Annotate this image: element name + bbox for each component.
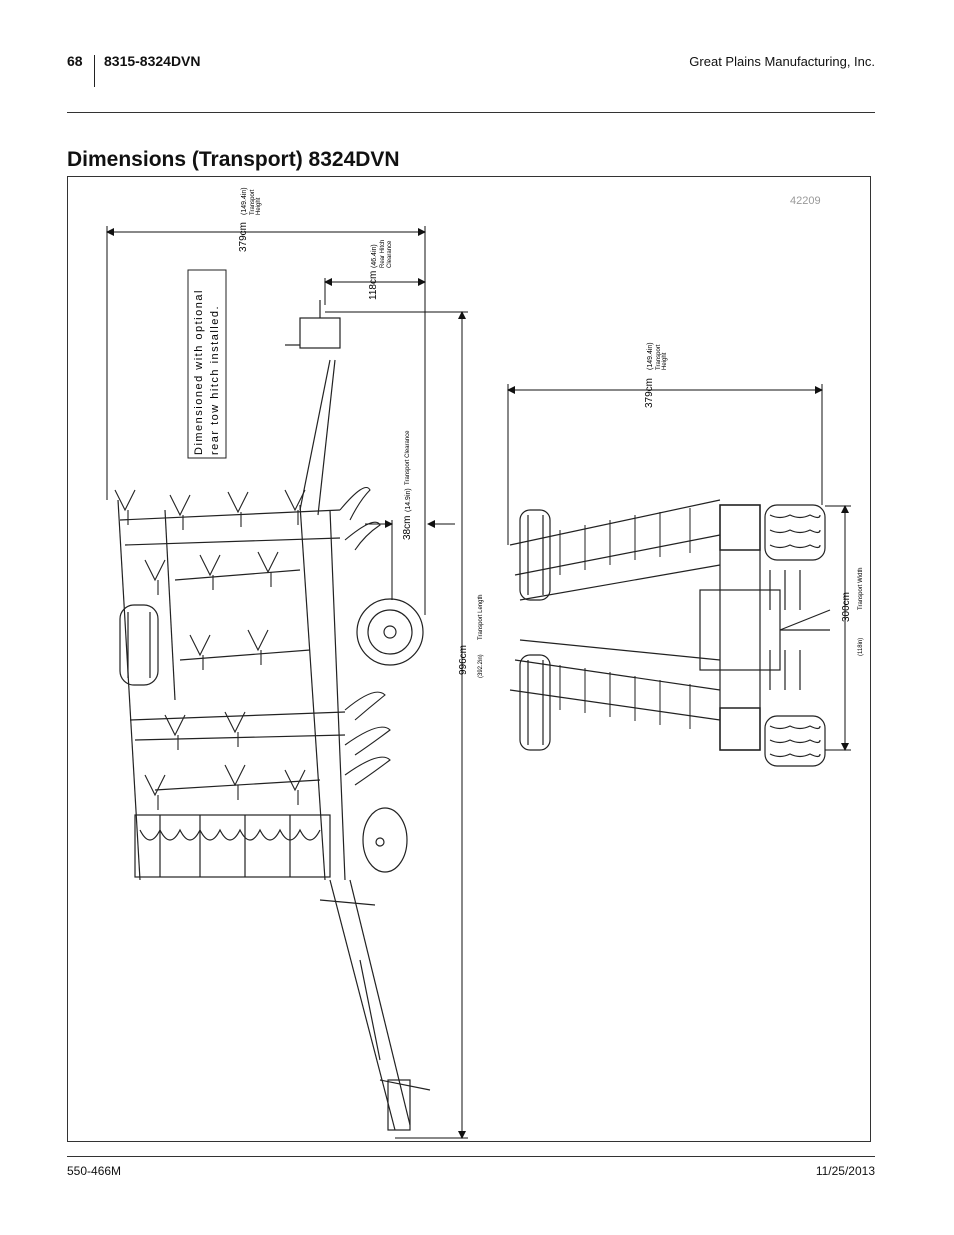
dim-height2-value: 379cm [644,378,655,408]
dim-clearance-in: (14.9in) [405,488,412,512]
rear-hitch-clearance-dimension [324,278,426,305]
side-view [114,300,431,1131]
dim-width-in: (118in) [858,638,864,656]
dim-clearance-value: 38cm [402,516,413,540]
model-name: 8315-8324DVN [104,53,201,69]
transport-clearance-dimension [365,520,455,600]
footer-rule [67,1156,875,1157]
header-divider [94,55,95,87]
doc-date: 11/25/2013 [815,1164,875,1178]
section-title: Dimensions (Transport) 8324DVN [67,148,400,171]
note-line-2: rear tow hitch installed. [209,305,221,455]
dim-height-value: 379cm [238,222,249,252]
doc-number: 550-466M [67,1164,122,1178]
dim-hitch-in: (46.4in) [371,244,378,268]
dim-height2-label2: Height [662,352,668,370]
transport-length-dimension [325,311,468,1139]
rear-view [509,499,831,767]
dim-width-value: 300cm [841,592,852,622]
header-rule [67,112,875,113]
note-box [187,269,227,459]
dim-height2-in: (149.4in) [647,342,654,370]
dim-length-in: (392.2in) [478,654,484,678]
dim-clearance-label: Transport Clearance [405,430,411,485]
dim-height2-label1: Transport [656,344,662,370]
transport-width-dimension [825,505,851,751]
dim-hitch-label1: Rear Hitch [380,240,386,268]
dim-width-label: Transport Width [858,568,864,610]
dim-height-label1: Transport [250,189,256,215]
note-line-1: Dimensioned with optional [193,289,205,455]
dim-length-value: 996cm [458,645,469,675]
dim-length-label: Transport Length [478,595,484,640]
figure-frame [67,176,871,1142]
page-number: 68 [67,53,83,69]
dim-hitch-value: 118cm [368,271,379,300]
dim-height-label2: Height [256,197,262,215]
company-name: Great Plains Manufacturing, Inc. [689,54,875,69]
dim-hitch-label2: Clearance [387,240,393,268]
transport-height-dimension [106,226,426,615]
dim-height-in: (149.4in) [241,187,248,215]
transport-height-2-dimension [507,384,823,545]
figure-id: 42209 [790,195,821,207]
